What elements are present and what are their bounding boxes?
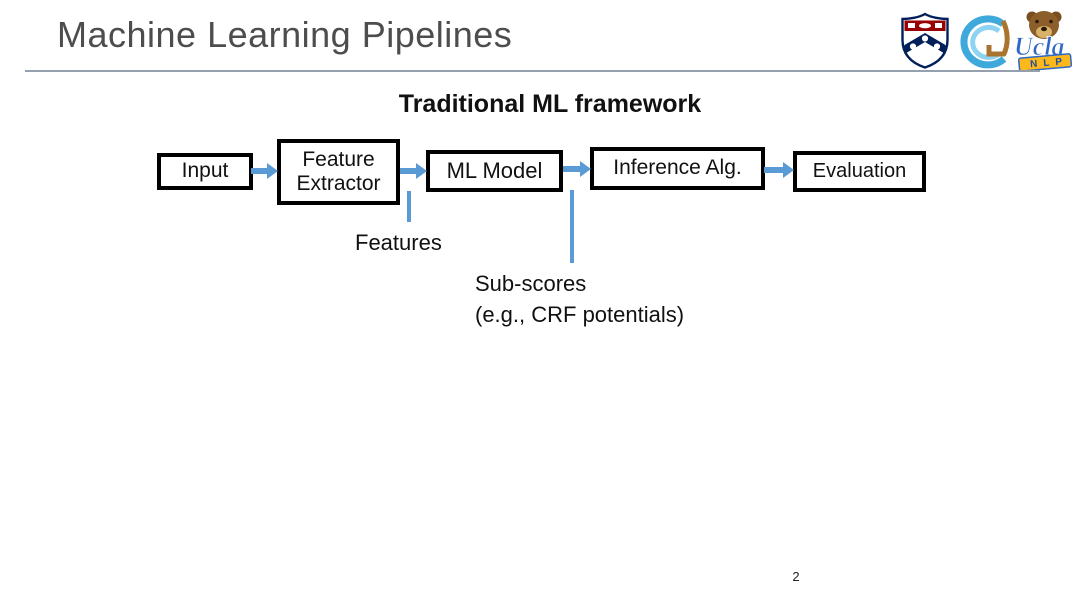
arrow-shaft	[764, 167, 783, 173]
arrow-head-icon	[580, 161, 591, 177]
diagram-heading: Traditional ML framework	[398, 90, 702, 118]
arrow-head-icon	[783, 162, 794, 178]
arrow-feature-extractor-to-ml-model	[400, 163, 427, 179]
ucla-banner-text: NLP	[1030, 56, 1069, 70]
pipeline-box-ml-model: ML Model	[426, 150, 563, 192]
subscores-label-line1: Sub-scores	[475, 271, 587, 296]
arrow-shaft	[563, 166, 580, 172]
page-number: 2	[792, 569, 800, 584]
pipeline-box-inference-alg: Inference Alg.	[590, 147, 765, 190]
arrow-head-icon	[416, 163, 427, 179]
title-divider	[25, 70, 1040, 72]
subscores-label: Sub-scores (e.g., CRF potentials)	[475, 268, 684, 330]
pipeline-box-input: Input	[157, 153, 253, 190]
ucla-nlp-logo: Ucla NLP	[1014, 11, 1073, 72]
pipeline-box-feature-extractor: Feature Extractor	[277, 139, 400, 205]
connector-features-line	[407, 191, 411, 222]
arrow-head-icon	[267, 163, 278, 179]
arrow-ml-model-to-inference-alg	[563, 161, 591, 177]
logo-row: Ucla NLP	[896, 6, 1080, 78]
subscores-label-line2: (e.g., CRF potentials)	[475, 302, 685, 327]
features-label: Features	[355, 230, 442, 255]
g-swirl-logo	[960, 15, 1010, 69]
penn-shield-logo	[901, 12, 949, 69]
arrow-shaft	[400, 168, 416, 174]
arrow-inference-alg-to-evaluation	[764, 162, 794, 178]
page-title: Machine Learning Pipelines	[57, 14, 513, 55]
pipeline-box-evaluation: Evaluation	[793, 151, 926, 192]
arrow-input-to-feature-extractor	[251, 163, 278, 179]
arrow-shaft	[251, 168, 267, 174]
connector-subscores-line	[570, 190, 574, 263]
